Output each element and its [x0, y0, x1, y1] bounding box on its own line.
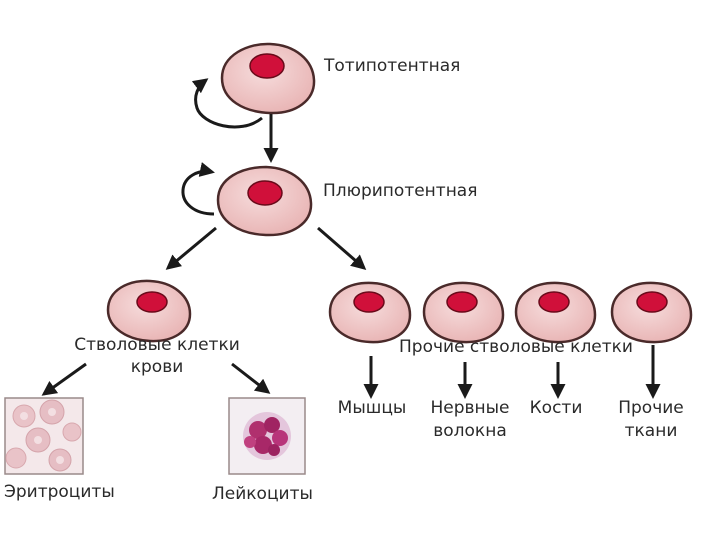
other-tissue-label-line2: ткани: [625, 421, 678, 441]
blood-stem-label-line2: крови: [131, 357, 184, 377]
arrow-blood-to-erythrocytes: [41, 362, 87, 396]
arrow-pluripotent-to-blood: [165, 226, 217, 270]
other-stem-cell-3: [514, 281, 597, 344]
nerve-label-line1: Нервные: [430, 398, 509, 418]
arrow-pluripotent-to-other: [317, 226, 367, 270]
other-stem-cell-1: [328, 281, 412, 344]
blood-stem-cell: [106, 279, 192, 343]
blood-stem-label-line1: Стволовые клетки: [74, 335, 240, 355]
other-stem-cell-2: [422, 281, 505, 344]
totipotent-label: Тотипотентная: [323, 56, 460, 76]
erythrocytes-image: [4, 397, 84, 475]
arrow-blood-to-leukocytes: [231, 362, 271, 394]
erythrocytes-label: Эритроциты: [4, 482, 115, 502]
other-stem-label: Прочие стволовые клетки: [399, 337, 633, 357]
nerve-label-line2: волокна: [433, 421, 507, 441]
self-renew-arrow-pluripotent: [181, 162, 215, 216]
totipotent-cell: [220, 42, 316, 115]
other-stem-cell-4: [610, 281, 693, 344]
muscles-label: Мышцы: [338, 398, 407, 418]
other-tissue-label-line1: Прочие: [618, 398, 684, 418]
leukocytes-label: Лейкоциты: [212, 484, 313, 504]
pluripotent-cell: [216, 165, 313, 237]
bones-label: Кости: [530, 398, 583, 418]
self-renew-arrow-totipotent: [191, 78, 263, 129]
leukocytes-image: [228, 397, 306, 475]
pluripotent-label: Плюрипотентная: [323, 181, 477, 201]
